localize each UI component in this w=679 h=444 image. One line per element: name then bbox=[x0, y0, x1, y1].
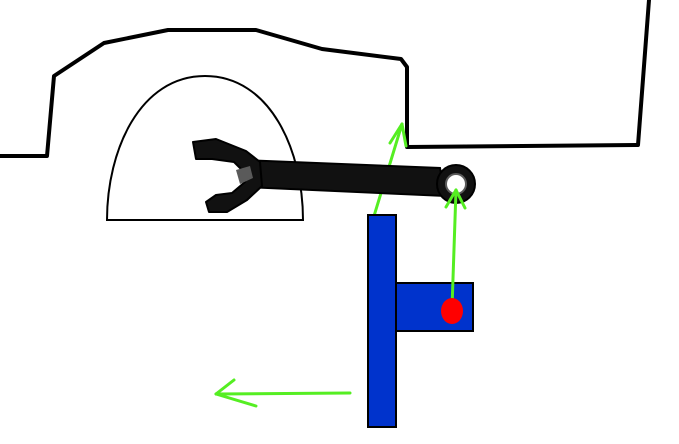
left-motion-arrow bbox=[214, 378, 352, 408]
wrench-open-jaw bbox=[192, 138, 263, 213]
vertical-link-arrow bbox=[444, 188, 467, 310]
wrench bbox=[192, 138, 476, 213]
pivot-pin bbox=[441, 298, 463, 324]
vertical-slider-bar bbox=[367, 214, 397, 428]
vehicle-body-outline bbox=[0, 0, 651, 158]
